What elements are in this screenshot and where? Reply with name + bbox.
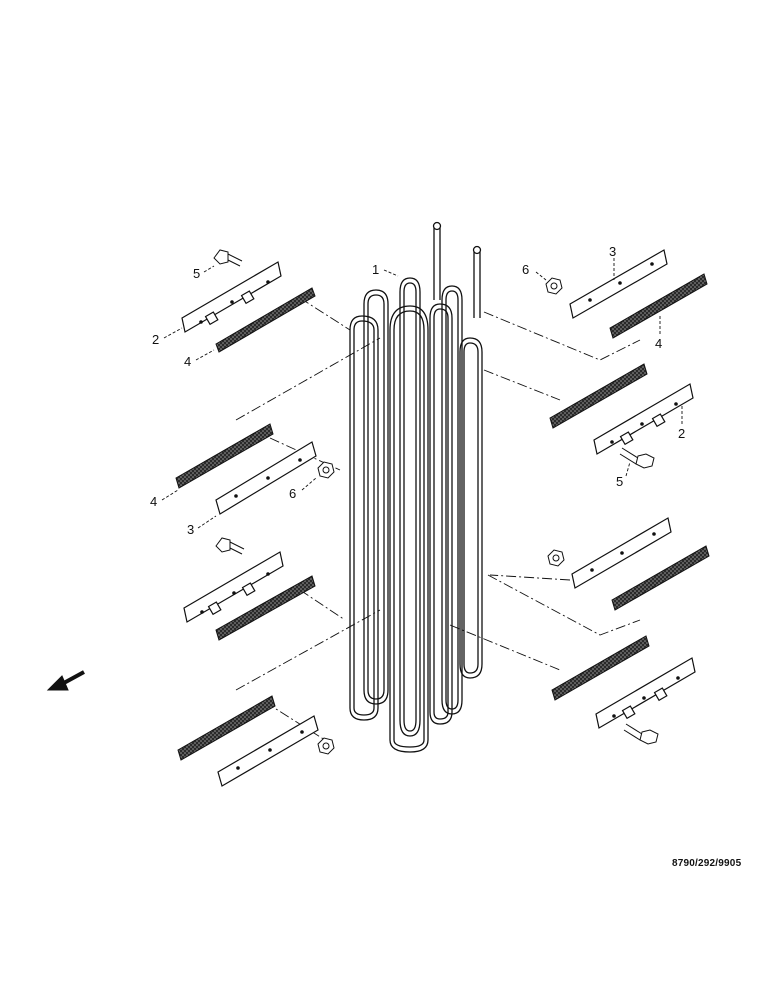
callout-gasket-upper-right: 4 xyxy=(655,336,662,351)
gasket-upper-right xyxy=(609,273,708,339)
nut-bottom-left xyxy=(317,737,335,755)
bolt-bottom-right xyxy=(623,723,659,745)
callout-gasket-mid-left: 4 xyxy=(150,494,157,509)
gasket-mid-right xyxy=(549,363,648,429)
bracket-upper-left xyxy=(181,261,282,333)
nut-lower-right xyxy=(547,549,565,567)
callout-nut-upper-right: 6 xyxy=(522,262,529,277)
callout-plate-mid-left: 3 xyxy=(187,522,194,537)
gasket-lower-right xyxy=(611,545,710,611)
heater-element xyxy=(349,221,483,753)
callout-gasket-upper-left: 4 xyxy=(184,354,191,369)
callout-bolt-upper-left: 5 xyxy=(193,266,200,281)
bracket-bottom-right xyxy=(595,657,696,729)
bolt-mid-right xyxy=(619,447,655,469)
plate-lower-right xyxy=(571,517,672,589)
bolt-upper-left xyxy=(213,249,243,267)
reference-code: 8790/292/9905 xyxy=(672,858,742,869)
callout-plate-upper-right: 3 xyxy=(609,244,616,259)
nut-upper-right xyxy=(545,277,563,295)
bolt-lower-left xyxy=(215,537,245,555)
plate-mid-left xyxy=(215,441,317,515)
plate-bottom-left xyxy=(217,715,319,787)
gasket-bottom-right xyxy=(551,635,650,701)
callout-nut-mid-left: 6 xyxy=(289,486,296,501)
callout-heater-element: 1 xyxy=(372,262,379,277)
bracket-mid-right xyxy=(593,383,694,455)
gasket-upper-left xyxy=(215,287,316,353)
callout-bracket-upper-left: 2 xyxy=(152,332,159,347)
callout-bolt-mid-right: 5 xyxy=(616,474,623,489)
gasket-mid-left xyxy=(175,423,274,489)
nut-mid-left xyxy=(317,461,335,479)
callout-bracket-mid-right: 2 xyxy=(678,426,685,441)
gasket-bottom-left xyxy=(177,695,276,761)
plate-upper-right xyxy=(569,249,668,319)
bracket-lower-left xyxy=(183,551,284,623)
front-direction-arrow xyxy=(46,670,85,691)
gasket-lower-left xyxy=(215,575,316,641)
callout-leaders xyxy=(161,258,683,529)
